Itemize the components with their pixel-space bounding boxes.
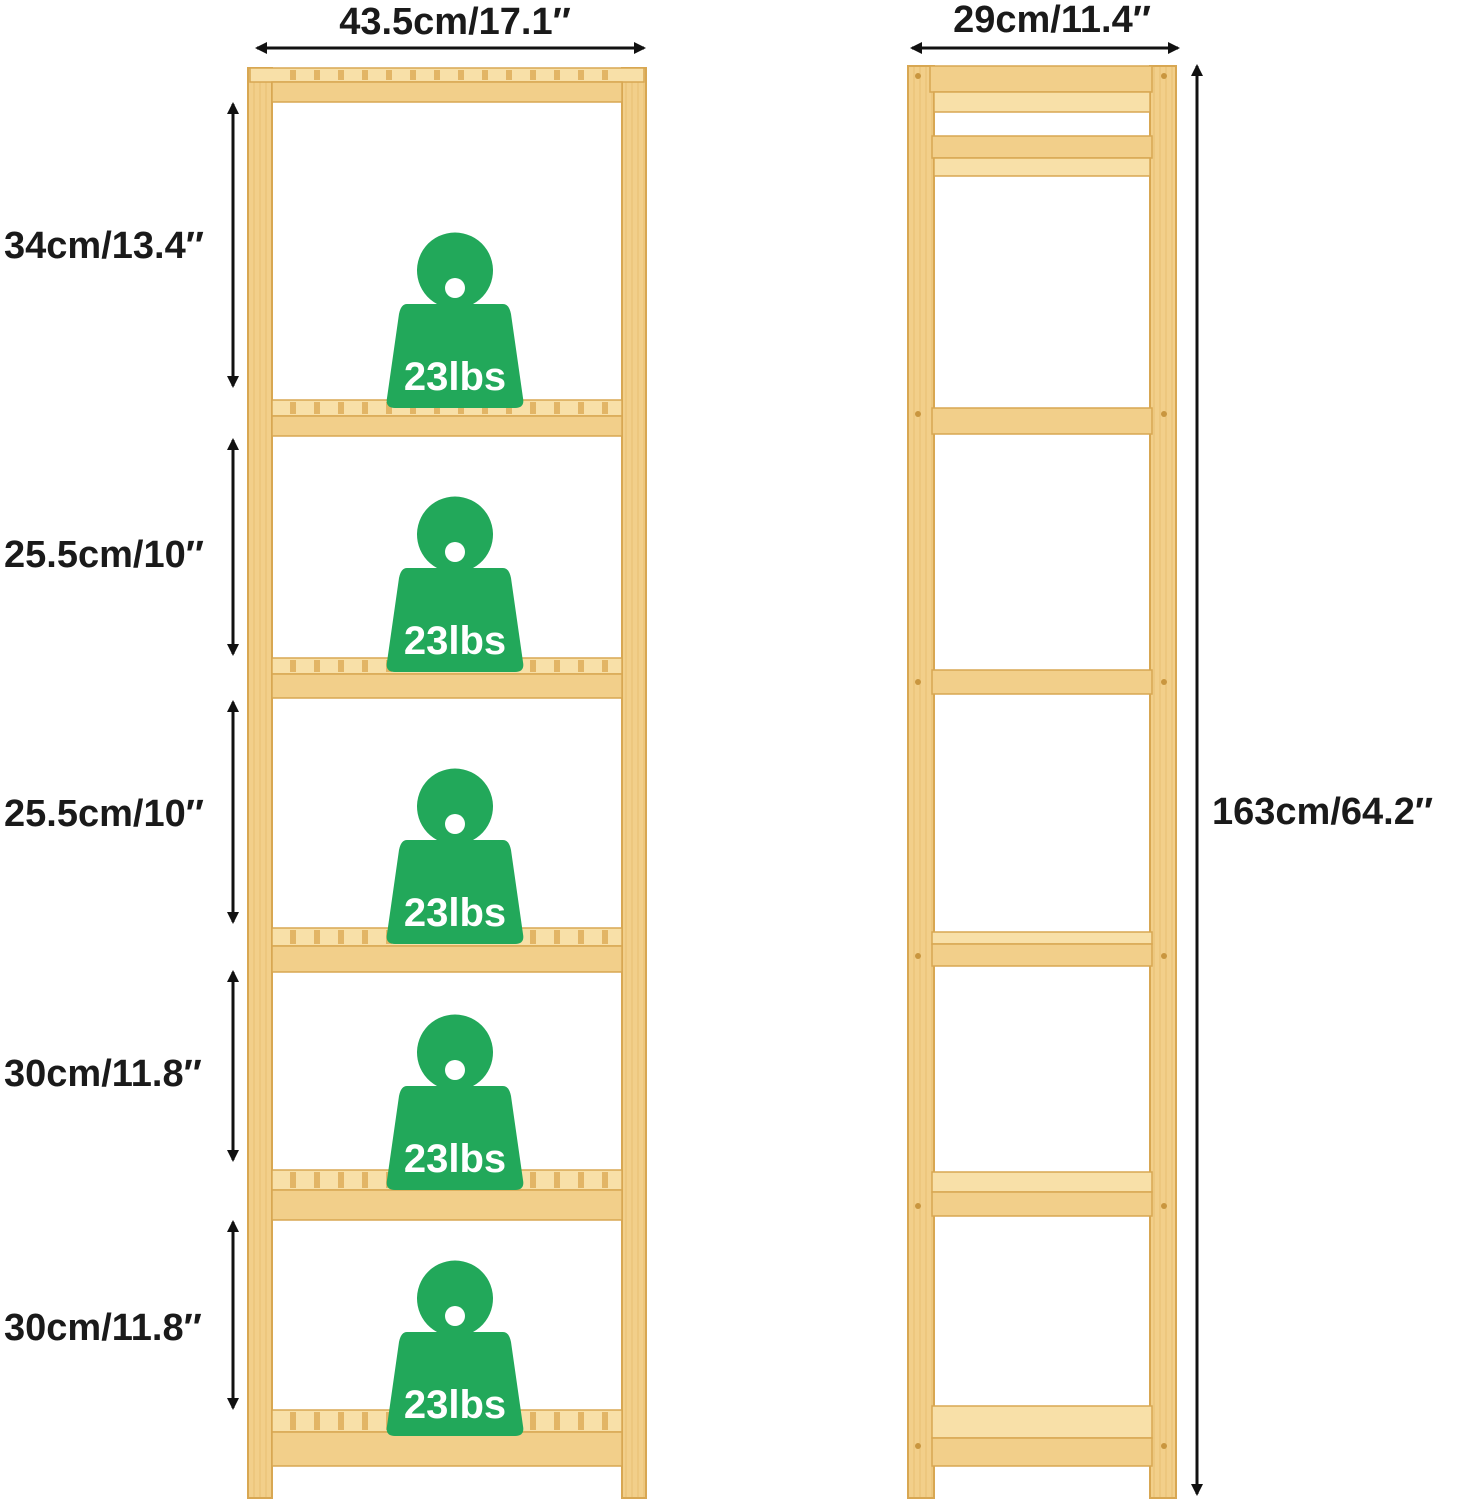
- gap-dimension: 25.5cm/10″: [4, 438, 239, 656]
- slat-gap: [362, 402, 368, 414]
- slat-gap: [458, 70, 464, 80]
- side-shelf-5: [931, 1171, 1153, 1217]
- gap-label: 30cm/11.8″: [4, 1307, 202, 1349]
- weight-icon: 23lbs: [386, 1260, 524, 1436]
- slat-gap: [578, 70, 584, 80]
- side-shelf-top: [931, 91, 1153, 177]
- slat-gap: [314, 402, 320, 414]
- slat-gap: [578, 930, 584, 944]
- gap-dimension: 34cm/13.4″: [4, 102, 239, 388]
- slat-gap: [362, 930, 368, 944]
- slat-gap: [290, 1412, 296, 1430]
- slat-gap: [338, 1172, 344, 1188]
- slat-gap: [290, 402, 296, 414]
- slat-gap: [290, 1172, 296, 1188]
- slat-gap: [314, 1412, 320, 1430]
- slat-gap: [434, 70, 440, 80]
- gap-label: 34cm/13.4″: [4, 225, 204, 267]
- slat-gap: [386, 70, 392, 80]
- side-top-rail: [929, 65, 1153, 93]
- side-depth-dimension: 29cm/11.4″: [910, 0, 1180, 54]
- front-view: 43.5cm/17.1″: [4, 1, 647, 1499]
- slat-gap: [578, 1412, 584, 1430]
- slat-gap: [362, 1172, 368, 1188]
- slat-gap: [314, 930, 320, 944]
- side-view: 29cm/11.4″: [907, 0, 1433, 1499]
- slat-gap: [362, 660, 368, 672]
- slat-gap: [314, 70, 320, 80]
- slat-gap: [338, 930, 344, 944]
- slat-gap: [362, 70, 368, 80]
- slat-gap: [554, 660, 560, 672]
- front-width-label: 43.5cm/17.1″: [339, 1, 571, 43]
- slat-gap: [338, 660, 344, 672]
- side-height-dimension: 163cm/64.2″: [1191, 64, 1433, 1496]
- load-label: 23lbs: [404, 891, 506, 935]
- screw-heads: [915, 73, 1167, 1449]
- slat-gap: [602, 1172, 608, 1188]
- slat-gap: [362, 1412, 368, 1430]
- slat-gap: [554, 1412, 560, 1430]
- slat-gap: [530, 660, 536, 672]
- slat-gap: [338, 70, 344, 80]
- slat-gap: [410, 70, 416, 80]
- slat-gap: [554, 70, 560, 80]
- slat-gap: [578, 402, 584, 414]
- slat-gap: [314, 660, 320, 672]
- shelf-gap-dimensions: 34cm/13.4″ 25.5cm/10″ 25.5cm/10″ 30cm/11…: [4, 102, 239, 1410]
- side-depth-label: 29cm/11.4″: [953, 0, 1151, 41]
- slat-gap: [602, 660, 608, 672]
- gap-label: 25.5cm/10″: [4, 793, 204, 835]
- load-label: 23lbs: [404, 1137, 506, 1181]
- slat-gap: [602, 1412, 608, 1430]
- slat-gap: [314, 1172, 320, 1188]
- slat-gap: [578, 1172, 584, 1188]
- side-shelf-3: [931, 669, 1153, 695]
- load-weight-icons: 23lbs 23lbs 23lbs 23lbs 23lbs: [386, 232, 524, 1436]
- weight-icon: 23lbs: [386, 768, 524, 944]
- side-shelf-bottom: [931, 1405, 1153, 1467]
- slat-gap: [602, 930, 608, 944]
- slat-gap: [530, 70, 536, 80]
- slat-gap: [530, 1172, 536, 1188]
- slat-gap: [602, 70, 608, 80]
- slat-gap: [554, 1172, 560, 1188]
- gap-label: 25.5cm/10″: [4, 534, 204, 576]
- gap-label: 30cm/11.8″: [4, 1053, 202, 1095]
- front-width-dimension: 43.5cm/17.1″: [255, 1, 646, 54]
- slat-gap: [338, 402, 344, 414]
- slat-gap: [554, 930, 560, 944]
- side-shelf-2: [931, 407, 1153, 435]
- right-front-post: [621, 67, 647, 1499]
- slat-gap: [578, 660, 584, 672]
- slat-gap: [338, 1412, 344, 1430]
- side-back-post: [1149, 65, 1177, 1499]
- slat-gap: [290, 70, 296, 80]
- weight-icon: 23lbs: [386, 496, 524, 672]
- slat-gap: [482, 70, 488, 80]
- side-height-label: 163cm/64.2″: [1212, 791, 1433, 833]
- side-front-post: [907, 65, 935, 1499]
- load-label: 23lbs: [404, 619, 506, 663]
- gap-dimension: 30cm/11.8″: [4, 970, 239, 1162]
- slat-gap: [602, 402, 608, 414]
- slat-gap: [530, 930, 536, 944]
- load-label: 23lbs: [404, 355, 506, 399]
- side-shelf-4: [931, 931, 1153, 967]
- slat-gap: [290, 930, 296, 944]
- weight-icon: 23lbs: [386, 232, 524, 408]
- slat-gap: [506, 70, 512, 80]
- gap-dimension: 30cm/11.8″: [4, 1220, 239, 1410]
- gap-dimension: 25.5cm/10″: [4, 700, 239, 924]
- shelf-top: [249, 67, 645, 103]
- slat-gap: [386, 402, 392, 414]
- weight-icon: 23lbs: [386, 1014, 524, 1190]
- slat-gap: [554, 402, 560, 414]
- slat-gap: [530, 402, 536, 414]
- left-front-post: [247, 67, 273, 1499]
- load-label: 23lbs: [404, 1383, 506, 1427]
- slat-gap: [530, 1412, 536, 1430]
- slat-gap: [290, 660, 296, 672]
